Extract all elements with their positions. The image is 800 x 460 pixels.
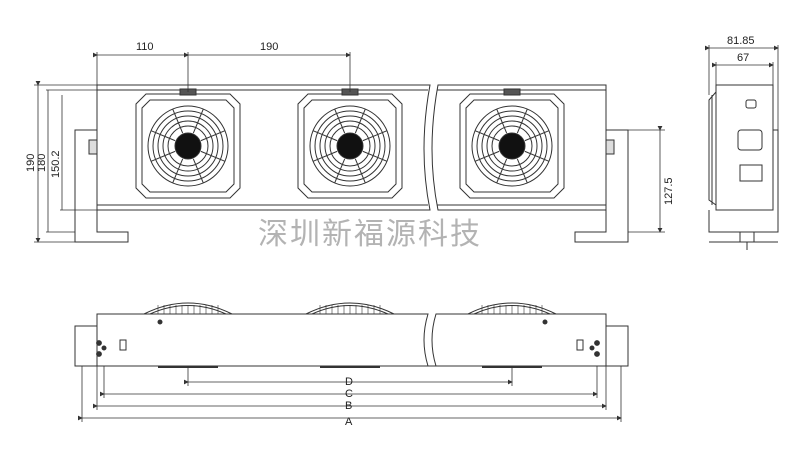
bottom-fan-dome [467, 302, 557, 368]
dim-label-c: C [345, 388, 353, 400]
housing-right-section [431, 84, 607, 211]
front-dimensions [34, 52, 665, 243]
fan-hub [336, 132, 364, 160]
side-body [715, 84, 774, 211]
fan-frame [135, 93, 241, 199]
bottom-fan-dome [305, 302, 395, 368]
dim-side-depth-body: 67 [737, 52, 749, 64]
dim-top-190: 190 [260, 41, 278, 53]
dim-label-a: A [345, 416, 353, 428]
side-dimensions [705, 45, 779, 130]
dim-side-depth-overall: 81.85 [727, 35, 755, 47]
bottom-view [74, 302, 629, 368]
fan-frame [297, 93, 403, 199]
fan-unit [459, 88, 565, 199]
bottom-housing-left [96, 313, 429, 367]
right-mount-bracket [574, 129, 629, 243]
front-view [74, 84, 629, 243]
dim-label-d: D [345, 376, 353, 388]
housing-left-section [96, 84, 431, 211]
side-view [708, 84, 779, 250]
side-bracket [708, 129, 779, 233]
fan-frame [459, 93, 565, 199]
fan-hub [174, 132, 202, 160]
fan-unit [135, 88, 241, 199]
dim-label-b: B [345, 400, 352, 412]
fan-connector [503, 88, 521, 96]
bottom-dimensions [78, 366, 622, 422]
fan-hub [498, 132, 526, 160]
watermark-text: 深圳新福源科技 [258, 217, 482, 252]
dim-mount-height: 127.5 [663, 177, 675, 205]
dim-overall-height: 190 [25, 154, 37, 172]
bottom-fan-dome [143, 302, 233, 368]
dim-height-bracket: 180 [36, 154, 48, 172]
left-mount-bracket [74, 129, 129, 243]
dim-height-body: 150.2 [50, 150, 62, 178]
fan-unit [297, 88, 403, 199]
dim-top-110: 110 [136, 41, 154, 53]
